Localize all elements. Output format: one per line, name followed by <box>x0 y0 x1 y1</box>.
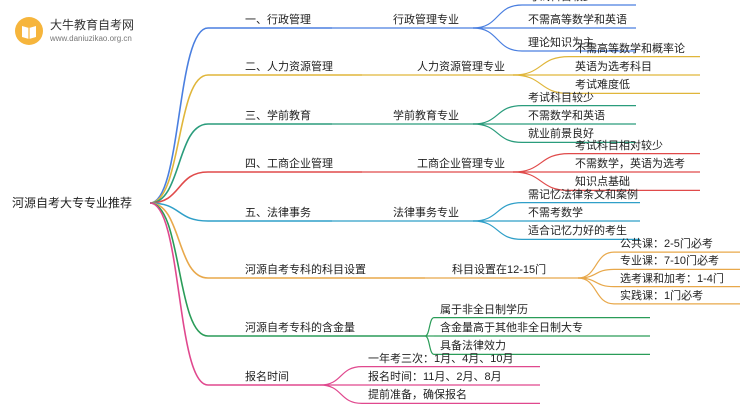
leaf-label: 实践课：1门必考 <box>620 289 704 302</box>
leaf-label: 适合记忆力好的考生 <box>528 225 627 238</box>
branch-label: 五、法律事务 <box>245 207 311 219</box>
sub-topic-label: 科目设置在12-15门 <box>452 264 547 276</box>
leaf-label: 公共课：2-5门必考 <box>620 238 713 251</box>
branch-label: 四、工商企业管理 <box>245 158 333 170</box>
leaf-label: 不需高等数学和英语 <box>528 14 627 26</box>
leaf-label: 专业课：7-10门必考 <box>620 255 720 268</box>
branch-connector <box>149 123 209 204</box>
leaf-label: 具备法律效力 <box>440 340 506 353</box>
leaf-label: 提前准备，确保报名 <box>368 389 467 402</box>
branch-connector <box>149 202 209 279</box>
sub-topic-label: 法律事务专业 <box>393 207 459 219</box>
branch-label: 报名时间 <box>245 371 289 383</box>
branch-label: 二、人力资源管理 <box>245 61 333 73</box>
leaf-label: 不需考数学 <box>528 207 583 219</box>
leaf-label: 含金量高于其他非全日制大专 <box>440 322 583 334</box>
leaf-connector <box>472 202 523 222</box>
leaf-label: 考试科目相对较少 <box>575 139 663 152</box>
leaf-connector <box>577 277 615 305</box>
leaf-connector <box>512 56 570 76</box>
sub-topic-label: 工商企业管理专业 <box>417 158 505 170</box>
leaf-label: 考试科目较少 <box>528 0 594 4</box>
branch-label: 三、学前教育 <box>245 110 311 122</box>
branch-label: 河源自考专科的科目设置 <box>245 264 366 276</box>
book-logo-icon <box>15 17 43 45</box>
leaf-connector <box>472 27 523 52</box>
branch-connector <box>149 202 209 386</box>
branch-connector <box>149 74 209 204</box>
leaf-label: 属于非全日制学历 <box>440 303 528 316</box>
site-logo[interactable]: 大牛教育自考网 www.daniuzikao.org.cn <box>14 14 204 52</box>
leaf-connector <box>319 384 363 404</box>
leaf-label: 需记忆法律条文和案例 <box>528 188 638 201</box>
leaf-label: 不需数学，英语为选考 <box>575 158 685 170</box>
leaf-connector <box>424 335 435 355</box>
sub-topic-label: 行政管理专业 <box>393 14 459 26</box>
sub-topic-label: 学前教育专业 <box>393 110 459 122</box>
branch-connector <box>149 27 209 204</box>
leaf-connector <box>472 123 523 143</box>
leaf-label: 一年考三次：1月、4月、10月 <box>368 352 514 365</box>
leaf-connector <box>472 105 523 125</box>
logo-site-name: 大牛教育自考网 <box>50 18 135 32</box>
leaf-connector <box>512 171 570 191</box>
logo-site-url: www.daniuzikao.org.cn <box>50 34 132 43</box>
branch-connector <box>149 202 209 337</box>
branch-label: 河源自考专科的含金量 <box>245 322 355 334</box>
sub-topic-label: 人力资源管理专业 <box>417 61 505 73</box>
leaf-connector <box>424 317 435 337</box>
leaf-label: 不需高等数学和概率论 <box>575 42 685 55</box>
root-topic: 河源自考大专专业推荐 <box>12 196 133 210</box>
leaf-label: 考试难度低 <box>575 79 630 92</box>
leaf-connector <box>512 153 570 173</box>
branch-connector <box>149 202 209 222</box>
leaf-label: 理论知识为主 <box>528 37 594 49</box>
leaf-connector <box>512 74 570 94</box>
leaf-connector <box>319 366 363 386</box>
branch-connector <box>149 171 209 204</box>
leaf-label: 选考课和加考：1-4门 <box>620 272 724 285</box>
leaf-label: 知识点基础 <box>575 176 630 189</box>
branch-label: 一、行政管理 <box>245 14 311 26</box>
leaf-label: 英语为选考科目 <box>575 61 652 73</box>
leaf-connector <box>472 4 523 29</box>
leaf-label: 报名时间：11月、2月、8月 <box>368 371 502 383</box>
leaf-label: 考试科目较少 <box>528 91 594 104</box>
leaf-label: 不需数学和英语 <box>528 110 605 122</box>
leaf-label: 就业前景良好 <box>528 128 594 141</box>
leaf-connector <box>472 220 523 240</box>
